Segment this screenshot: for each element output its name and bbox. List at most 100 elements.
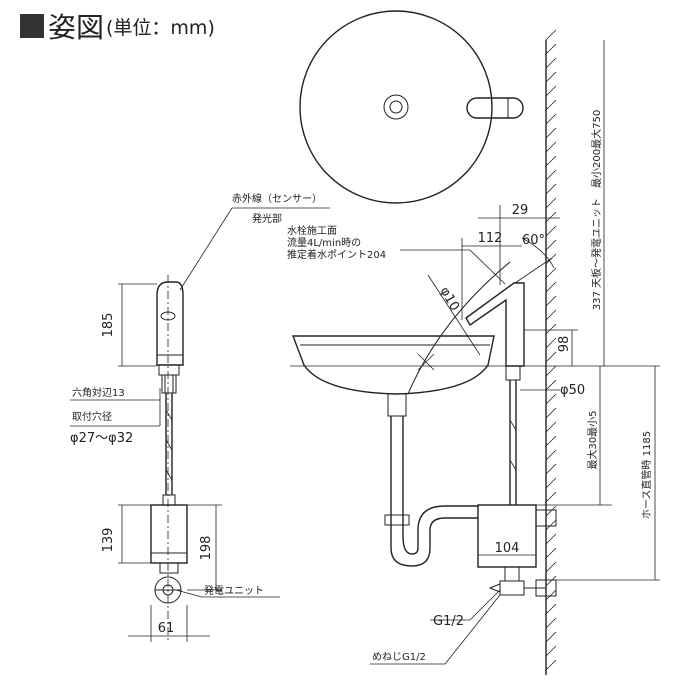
- section-generator-unit: [477, 504, 537, 568]
- title-square-icon: [20, 14, 44, 38]
- wall-hatch-line: [545, 617, 557, 629]
- section-mount-nut: [505, 365, 521, 381]
- wall-hatch-line: [545, 225, 557, 237]
- side-hose-fitting: [162, 494, 176, 506]
- wall-hatch-line: [545, 309, 557, 321]
- dim-98: 98: [557, 336, 572, 353]
- leader-generator: [175, 589, 203, 598]
- leader-surface: [400, 249, 506, 285]
- wall-hatch-line: [545, 393, 557, 405]
- leader-sensor: [179, 207, 330, 291]
- wall-hatch-line: [545, 645, 557, 657]
- splash-x2: [417, 353, 435, 371]
- page-header: 姿図 (単位：mm): [20, 6, 215, 46]
- trap-nut: [384, 514, 410, 526]
- dim-max30-min5: 最大30最小5: [586, 410, 599, 469]
- top-view: [299, 10, 524, 204]
- dim-phi50: φ50: [560, 383, 585, 398]
- wall-hatch-line: [545, 43, 557, 55]
- wall-hatch-line: [545, 477, 557, 489]
- dim-112: 112: [478, 231, 503, 246]
- trap-bend-outer: [390, 517, 478, 567]
- dim-60deg: 60°: [522, 233, 545, 248]
- wall-hatch-line: [545, 463, 557, 475]
- dim-139: 139: [101, 528, 116, 553]
- label-faucet-surface-1: 水栓施工面: [287, 224, 337, 237]
- page-title: 姿図: [48, 11, 105, 44]
- water-arc: [407, 261, 511, 395]
- wall-fitting-upper: [535, 509, 557, 527]
- wall-hatch-line: [545, 547, 557, 559]
- drain-inner: [389, 100, 403, 114]
- wall-hatch-line: [545, 365, 557, 377]
- wall: [545, 29, 557, 675]
- wall-hatch-line: [545, 295, 557, 307]
- shose-mark-1: [509, 419, 517, 431]
- side-faucet-body: [156, 281, 184, 366]
- wall-hatch-line: [545, 127, 557, 139]
- label-faucet-surface-3: 推定着水ポイント204: [287, 248, 386, 261]
- wall-hatch-line: [545, 281, 557, 293]
- shose-mark-2: [509, 459, 517, 471]
- wall-hatch-line: [545, 561, 557, 573]
- wall-hatch-line: [545, 85, 557, 97]
- wall-hatch-line: [545, 337, 557, 349]
- wall-hatch-line: [545, 449, 557, 461]
- wall-hatch-line: [545, 505, 557, 517]
- hose-mark-2: [165, 439, 173, 451]
- wall-hatch-line: [545, 155, 557, 167]
- dim-198: 198: [199, 536, 214, 561]
- leader-female: [444, 594, 501, 665]
- wall-hatch-line: [545, 421, 557, 433]
- side-view: 185 139 198 61 赤外線（センサー） 発光部 六角対辺13 取付穴径…: [70, 192, 330, 642]
- trap-bend-inner: [402, 505, 478, 555]
- wall-hatch-line: [545, 239, 557, 251]
- label-light-emitter: 発光部: [252, 212, 282, 225]
- wall-hatch: [545, 29, 557, 671]
- wall-hatch-line: [545, 631, 557, 643]
- leader-g12: [469, 589, 501, 621]
- valve-handle: [488, 583, 501, 593]
- wall-hatch-line: [545, 211, 557, 223]
- wall-hatch-line: [545, 267, 557, 279]
- drain-fitting: [387, 393, 407, 417]
- side-base-ring: [158, 364, 180, 376]
- wall-hatch-line: [545, 169, 557, 181]
- label-mount-hole-range: φ27～φ32: [70, 431, 133, 446]
- dim-hose: ホース直管時 1185: [640, 431, 653, 519]
- side-generator-unit: [150, 504, 188, 564]
- wall-hatch-line: [545, 197, 557, 209]
- wall-hatch-line: [545, 183, 557, 195]
- wall-hatch-line: [545, 589, 557, 601]
- unit-outlet: [504, 566, 520, 582]
- wall-hatch-line: [545, 57, 557, 69]
- wall-hatch-line: [545, 351, 557, 363]
- wall-hatch-line: [545, 379, 557, 391]
- label-mount-hole: 取付穴径: [72, 410, 112, 423]
- wall-fitting-lower: [535, 579, 557, 597]
- label-infrared-sensor: 赤外線（センサー）: [232, 192, 322, 205]
- wall-hatch-line: [545, 533, 557, 545]
- wall-hatch-line: [545, 435, 557, 447]
- unit-note: (単位：mm): [106, 16, 215, 39]
- valve-body: [499, 580, 525, 596]
- hose-mark-1: [165, 409, 173, 421]
- basin-top-outline: [299, 10, 493, 204]
- wall-hatch-line: [545, 29, 557, 41]
- label-hex-width: 六角対辺13: [72, 386, 125, 399]
- wall-hatch-line: [545, 603, 557, 615]
- dim-104: 104: [495, 541, 520, 556]
- wall-hatch-line: [545, 113, 557, 125]
- dim-phi10-line: [427, 274, 481, 356]
- wall-hatch-line: [545, 519, 557, 531]
- label-g12: G1/2: [433, 614, 464, 629]
- wall-hatch-line: [545, 141, 557, 153]
- hose-mark-3: [165, 469, 173, 481]
- angle-ray: [514, 257, 553, 284]
- wall-hatch-line: [545, 323, 557, 335]
- section-view: 水栓施工面 流量4L/min時の 推定着水ポイント204 G1/2 めねじG1/…: [287, 40, 660, 665]
- label-female-thread: めねじG1/2: [372, 651, 426, 663]
- dim-185: 185: [101, 313, 116, 338]
- wall-hatch-line: [545, 71, 557, 83]
